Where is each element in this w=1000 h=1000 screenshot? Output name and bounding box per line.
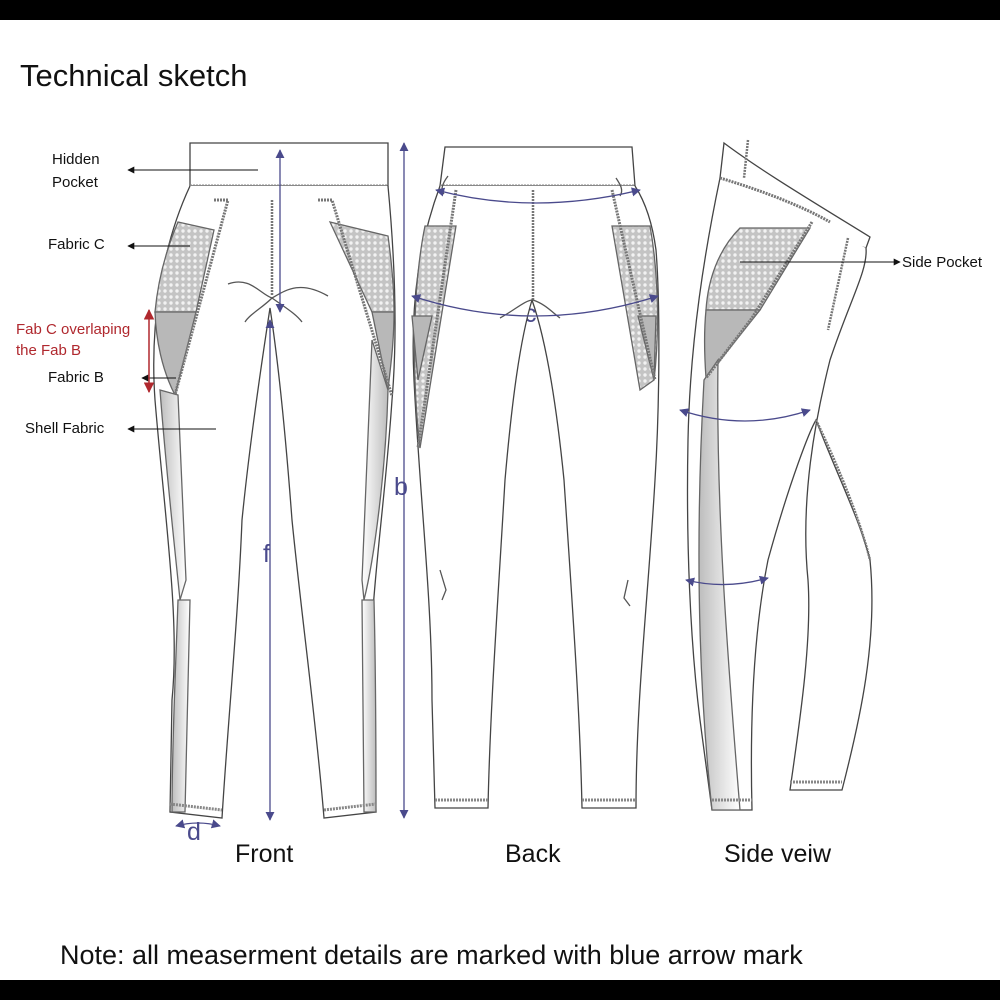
measure-g-arrow [679,408,811,422]
label-side-pocket: Side Pocket [902,254,983,271]
label-overlap-line1: Fab C overlaping [16,321,131,338]
caption-back: Back [505,840,561,868]
measure-h-arrow [685,575,769,587]
measure-c-arrow [411,294,659,317]
back-view [411,146,660,809]
callout-arrows [127,166,901,433]
measure-a-arrow [435,187,641,204]
label-fabric-c: Fabric C [48,236,105,253]
label-shell-fabric: Shell Fabric [25,420,105,437]
caption-side: Side veiw [724,840,831,868]
label-fabric-b: Fabric B [48,369,104,386]
page-title: Technical sketch [20,58,248,93]
caption-front: Front [235,840,294,868]
front-view [153,142,396,819]
measurement-arrows [175,142,811,829]
label-hidden-pocket-line1: Hidden [52,151,100,168]
label-hidden-pocket-line2: Pocket [52,174,98,191]
bottom-border [0,980,1000,1000]
top-border [0,0,1000,20]
measure-d-arrow [175,819,221,829]
side-view [686,139,873,811]
footer-note: Note: all measerment details are marked … [60,940,803,970]
label-overlap-line2: the Fab B [16,342,82,359]
